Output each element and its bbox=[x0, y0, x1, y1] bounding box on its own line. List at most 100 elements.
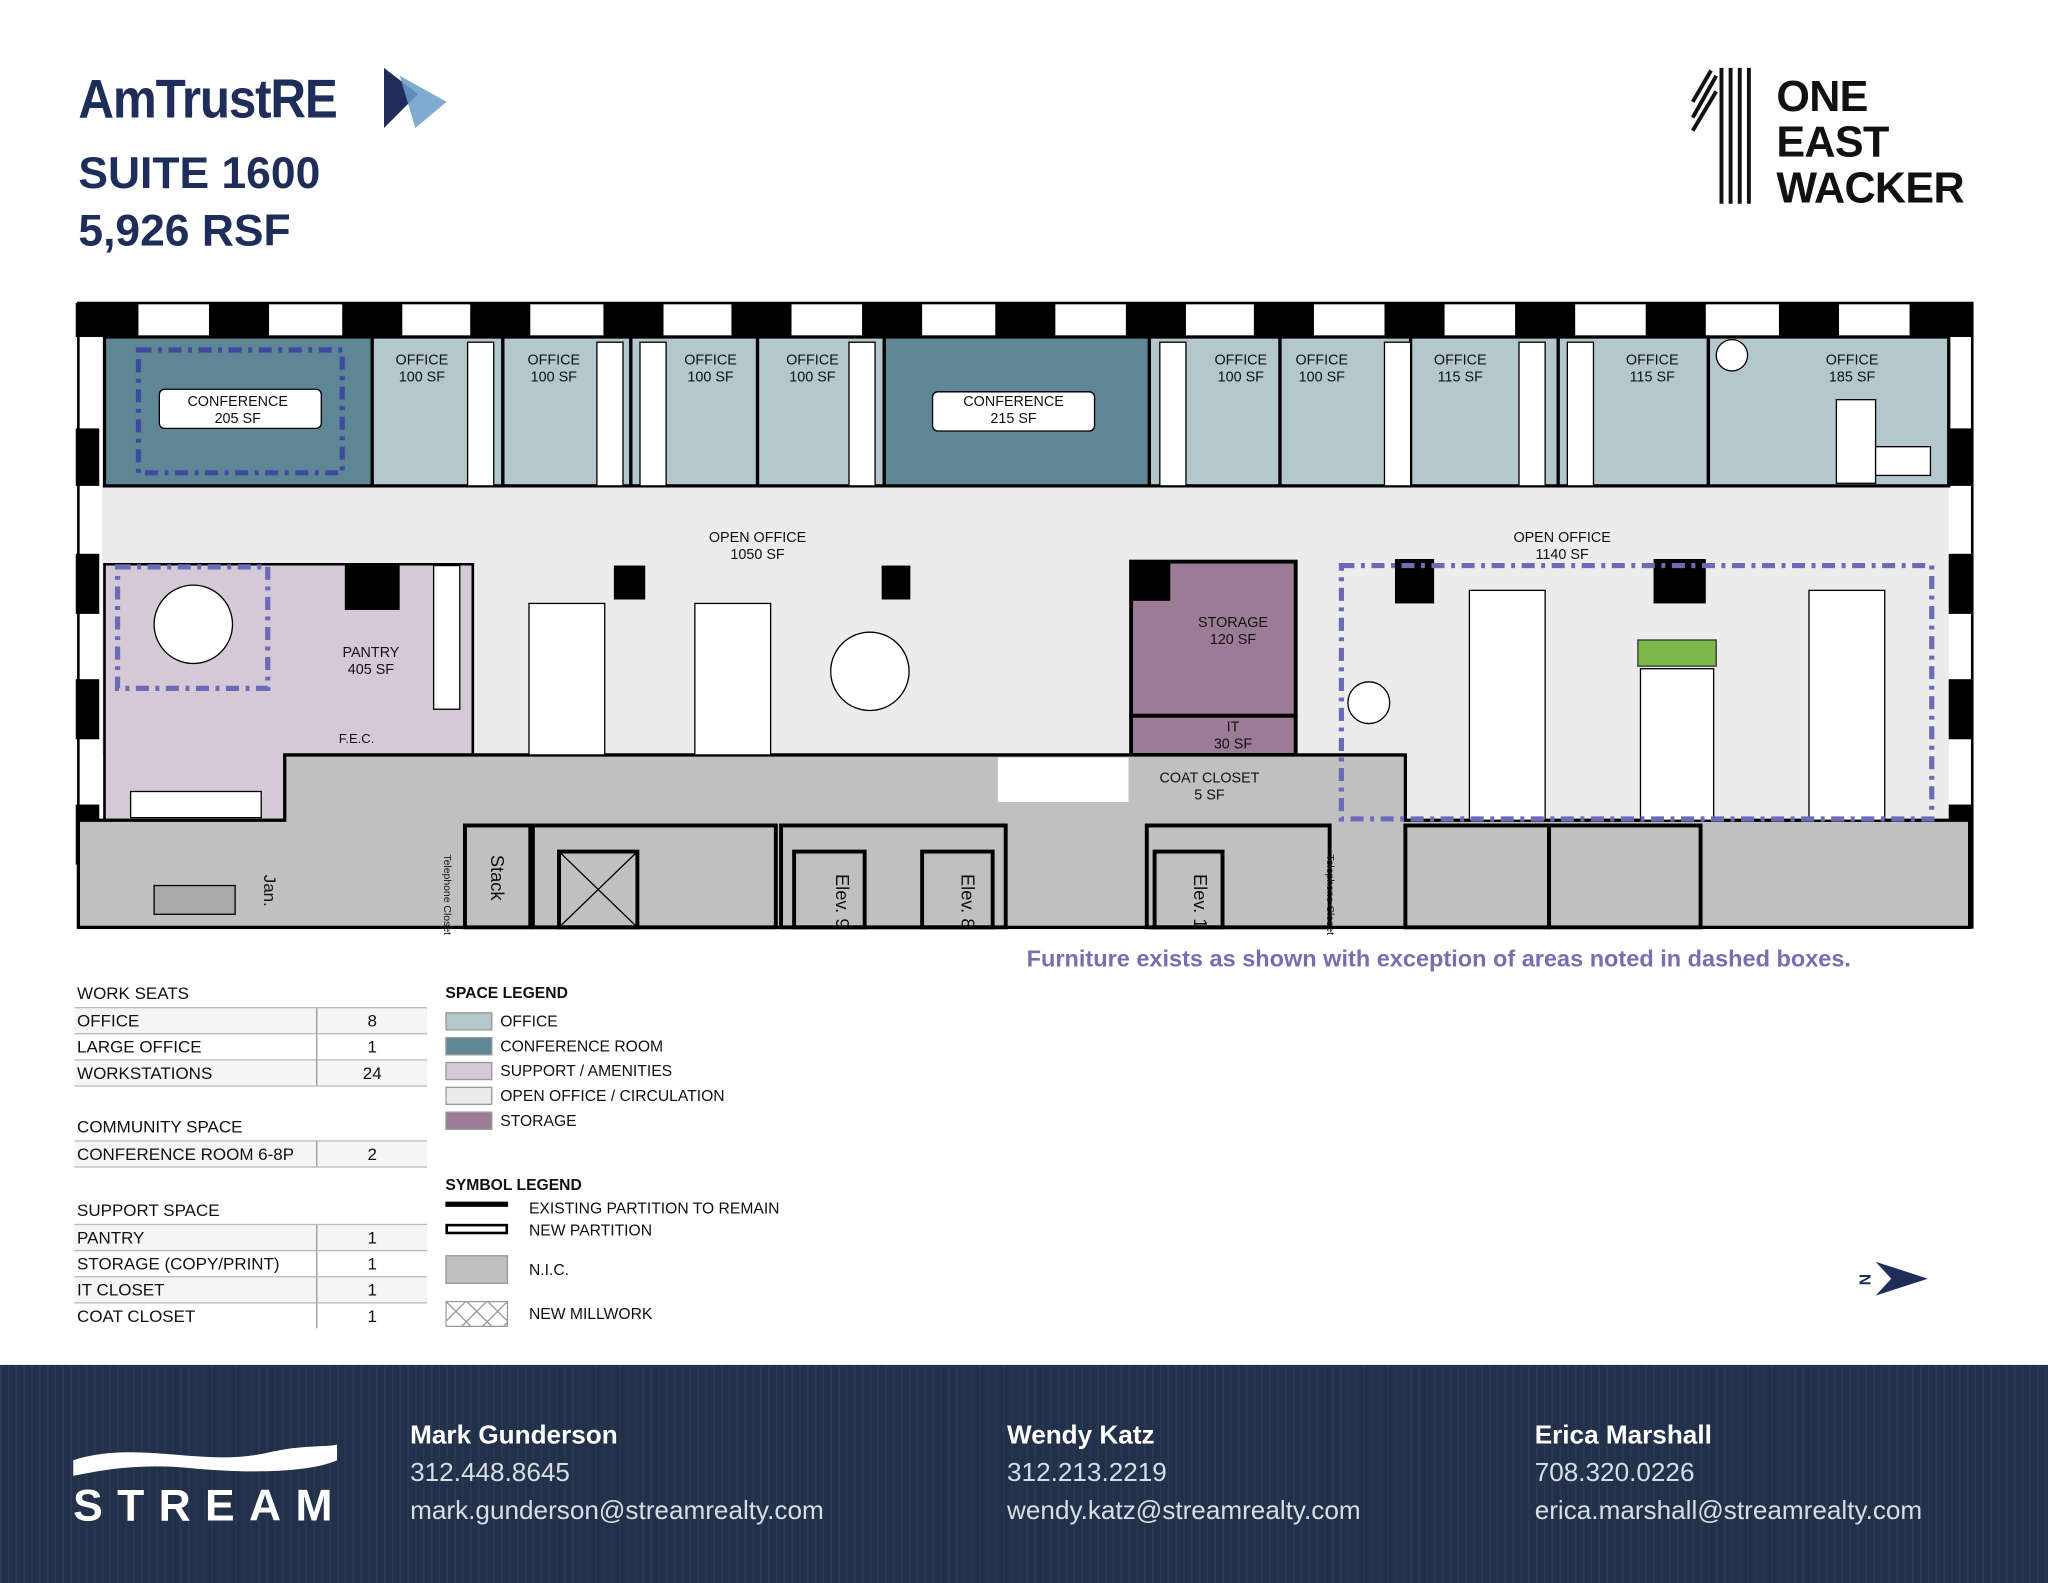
room-label: OPEN OFFICE bbox=[1513, 530, 1610, 546]
storage-block bbox=[1131, 561, 1171, 601]
nic-area bbox=[76, 753, 1972, 929]
furniture-note: Furniture exists as shown with exception… bbox=[1026, 945, 1851, 972]
room-label: OFFICE bbox=[786, 352, 839, 368]
room-area: 100 SF bbox=[1218, 369, 1265, 385]
contact-card: Mark Gunderson 312.448.8645 mark.gunders… bbox=[410, 1421, 824, 1527]
legend-label: SUPPORT / AMENITIES bbox=[500, 1061, 673, 1080]
swatch bbox=[445, 1036, 493, 1055]
row-value: 2 bbox=[316, 1140, 428, 1168]
contact-phone[interactable]: 312.213.2219 bbox=[1007, 1458, 1167, 1488]
entry-doors bbox=[997, 757, 1129, 802]
legend-label: CONFERENCE ROOM bbox=[500, 1036, 664, 1055]
contact-name: Mark Gunderson bbox=[410, 1421, 618, 1450]
contact-email[interactable]: mark.gunderson@streamrealty.com bbox=[410, 1496, 824, 1526]
millwork bbox=[432, 564, 461, 710]
room-area: 30 SF bbox=[1214, 736, 1253, 752]
room-label: OFFICE bbox=[684, 352, 737, 368]
room-label: IT bbox=[1227, 719, 1240, 735]
room-area: 100 SF bbox=[399, 369, 446, 385]
elevator-8-label: Elev. 8 bbox=[957, 874, 978, 928]
community-space-title: COMMUNITY SPACE bbox=[77, 1116, 243, 1137]
swatch bbox=[445, 1011, 493, 1030]
room-label: OFFICE bbox=[527, 352, 580, 368]
room-label: OFFICE bbox=[1295, 352, 1348, 368]
row-label: WORKSTATIONS bbox=[74, 1059, 317, 1087]
contact-card: Erica Marshall 708.320.0226 erica.marsha… bbox=[1535, 1421, 1922, 1527]
room-area: 1140 SF bbox=[1536, 547, 1589, 563]
row-label: LARGE OFFICE bbox=[74, 1033, 317, 1060]
legend-item: OFFICE bbox=[445, 1008, 724, 1033]
legend-label: NEW MILLWORK bbox=[528, 1304, 653, 1324]
row-label: STORAGE (COPY/PRINT) bbox=[74, 1249, 317, 1277]
room-area: 100 SF bbox=[531, 369, 578, 385]
room-label: COAT CLOSET bbox=[1159, 770, 1259, 786]
millwork-symbol bbox=[445, 1300, 509, 1328]
jan-label: Jan. bbox=[260, 875, 279, 907]
contact-email[interactable]: erica.marshall@streamrealty.com bbox=[1534, 1496, 1923, 1526]
legend-item: STORAGE bbox=[445, 1108, 724, 1133]
telephone-closet-label: Telephone Closet bbox=[441, 854, 452, 935]
room-label: OFFICE bbox=[1434, 352, 1487, 368]
work-seats-title: WORK SEATS bbox=[77, 983, 190, 1004]
north-arrow-icon: N bbox=[1857, 1261, 1928, 1296]
bench bbox=[129, 790, 262, 819]
swatch bbox=[445, 1061, 493, 1080]
new-partition-symbol bbox=[445, 1223, 509, 1235]
logo-line: ONE bbox=[1776, 71, 1868, 121]
contact-name: Wendy Katz bbox=[1007, 1421, 1155, 1450]
telephone-closet-label: Telephone Closet bbox=[1324, 854, 1335, 935]
sinks bbox=[153, 884, 236, 915]
contact-card: Wendy Katz 312.213.2219 wendy.katz@strea… bbox=[1007, 1421, 1361, 1527]
row-value: 8 bbox=[316, 1007, 428, 1034]
appliance bbox=[344, 565, 400, 610]
swatch bbox=[445, 1110, 493, 1130]
stream-wave-icon bbox=[73, 1444, 337, 1476]
fec-label: F.E.C. bbox=[339, 731, 375, 746]
nic-symbol bbox=[445, 1255, 509, 1284]
contact-email[interactable]: wendy.katz@streamrealty.com bbox=[1007, 1496, 1361, 1526]
room-label: OFFICE bbox=[396, 352, 449, 368]
contact-phone[interactable]: 708.320.0226 bbox=[1534, 1458, 1695, 1488]
legend-label: STORAGE bbox=[500, 1110, 577, 1130]
room-area: 185 SF bbox=[1829, 369, 1876, 385]
existing-partition-symbol bbox=[445, 1201, 509, 1207]
row-label: CONFERENCE ROOM 6-8P bbox=[74, 1140, 317, 1168]
amtrust-logo: AmTrustRE bbox=[78, 67, 337, 130]
legend-item: OPEN OFFICE / CIRCULATION bbox=[445, 1083, 725, 1108]
room-area: 5 SF bbox=[1194, 787, 1225, 803]
room-area: 405 SF bbox=[348, 662, 395, 678]
row-value: 24 bbox=[316, 1059, 428, 1087]
room-area: 1050 SF bbox=[730, 547, 785, 563]
stack-label: Stack bbox=[487, 855, 508, 902]
room-area: 215 SF bbox=[990, 411, 1037, 427]
furniture bbox=[153, 338, 1932, 821]
legend-label: N.I.C. bbox=[528, 1260, 570, 1279]
legend-item: SUPPORT / AMENITIES bbox=[445, 1058, 724, 1083]
contact-phone[interactable]: 312.448.8645 bbox=[410, 1458, 570, 1488]
dashed-boxes bbox=[114, 347, 1935, 822]
row-label: IT CLOSET bbox=[74, 1276, 317, 1303]
amtrust-arrow-icon bbox=[383, 67, 447, 128]
logo-line: EAST bbox=[1776, 117, 1889, 166]
room-area: 100 SF bbox=[687, 369, 734, 385]
one-east-wacker-logo: ONE EAST WACKER bbox=[1776, 73, 1964, 210]
symbol-legend-title: SYMBOL LEGEND bbox=[445, 1175, 582, 1194]
room-area: 120 SF bbox=[1210, 632, 1257, 648]
row-value: 1 bbox=[316, 1249, 428, 1277]
row-label: COAT CLOSET bbox=[74, 1302, 317, 1329]
room-label: OFFICE bbox=[1214, 352, 1267, 368]
suite-title: SUITE 1600 bbox=[78, 148, 321, 199]
footer bbox=[0, 1364, 2048, 1583]
stream-logo: STREAM bbox=[73, 1481, 347, 1531]
legend-label: NEW PARTITION bbox=[528, 1221, 653, 1240]
space-legend: OFFICE CONFERENCE ROOM SUPPORT / AMENITI… bbox=[445, 1008, 725, 1133]
contact-name: Erica Marshall bbox=[1534, 1421, 1712, 1450]
